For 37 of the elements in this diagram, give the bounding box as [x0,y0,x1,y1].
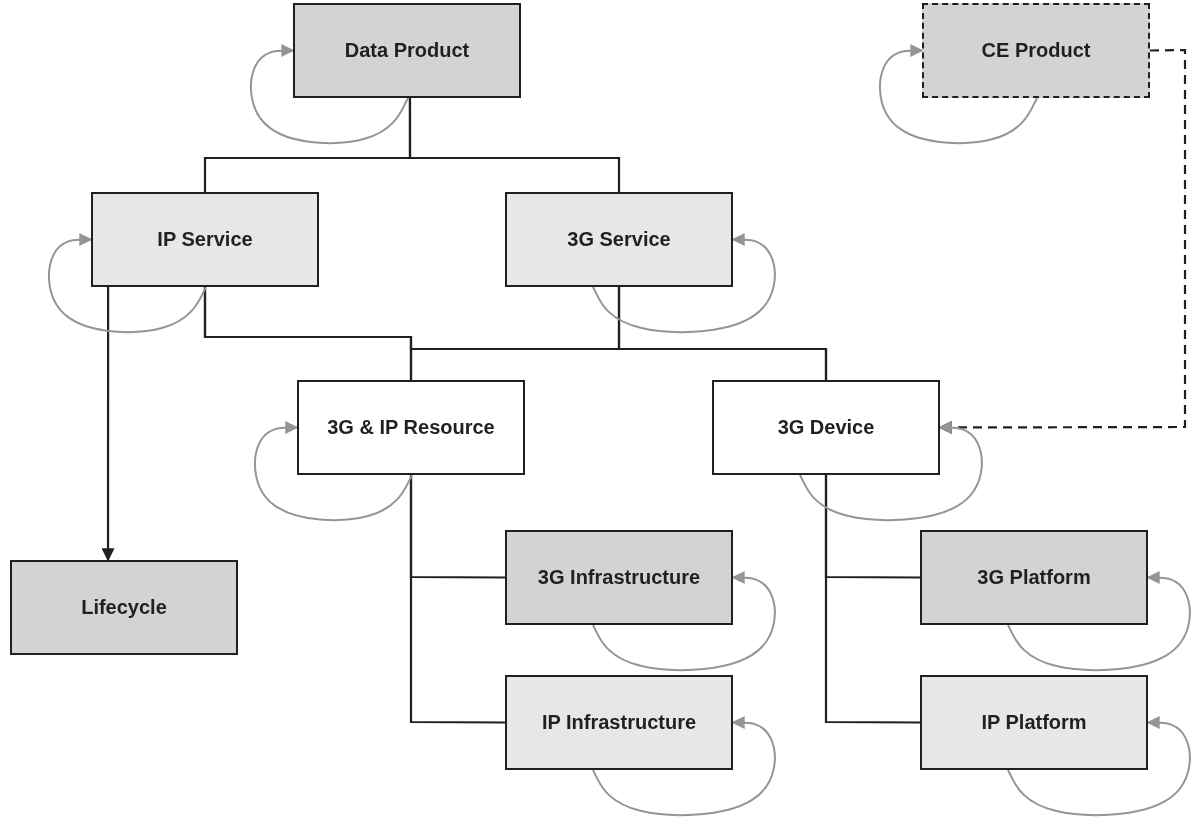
box-label: 3G Service [567,228,671,251]
box-label: CE Product [981,39,1091,62]
self-loop-arrow [1007,571,1191,672]
process-box [920,675,1148,770]
arrow [101,287,115,562]
connector-line [408,98,621,192]
connector-line [617,287,828,380]
box-label: IP Service [157,228,253,251]
box-label: Data Product [344,39,470,62]
self-loop-arrow [592,716,776,817]
process-box [297,380,525,475]
self-loop-arrow [1007,716,1191,817]
self-loop-arrow [592,571,776,672]
box-label: 3G & IP Resource [327,416,495,439]
box-label: 3G Device [777,416,875,439]
self-loop-arrow [592,233,776,334]
self-loop-arrow [48,233,207,334]
self-loop-arrow [254,421,413,522]
box-label: IP Infrastructure [541,711,697,734]
process-box [10,560,238,655]
box-label: Lifecycle [81,596,167,619]
process-box [505,675,733,770]
connector-line [824,475,920,724]
process-box [920,530,1148,625]
self-loop-arrow [799,421,983,522]
dashed-box [922,3,1150,98]
connector-line [409,475,505,724]
box-label: 3G Infrastructure [537,566,701,589]
box-label: 3G Platform [977,566,1091,589]
process-box [293,3,521,98]
box-label: IP Platform [981,711,1087,734]
self-loop-arrow [879,44,1038,145]
process-box [91,192,319,287]
process-box [712,380,940,475]
process-box [505,530,733,625]
self-loop-arrow [250,44,409,145]
process-box [505,192,733,287]
